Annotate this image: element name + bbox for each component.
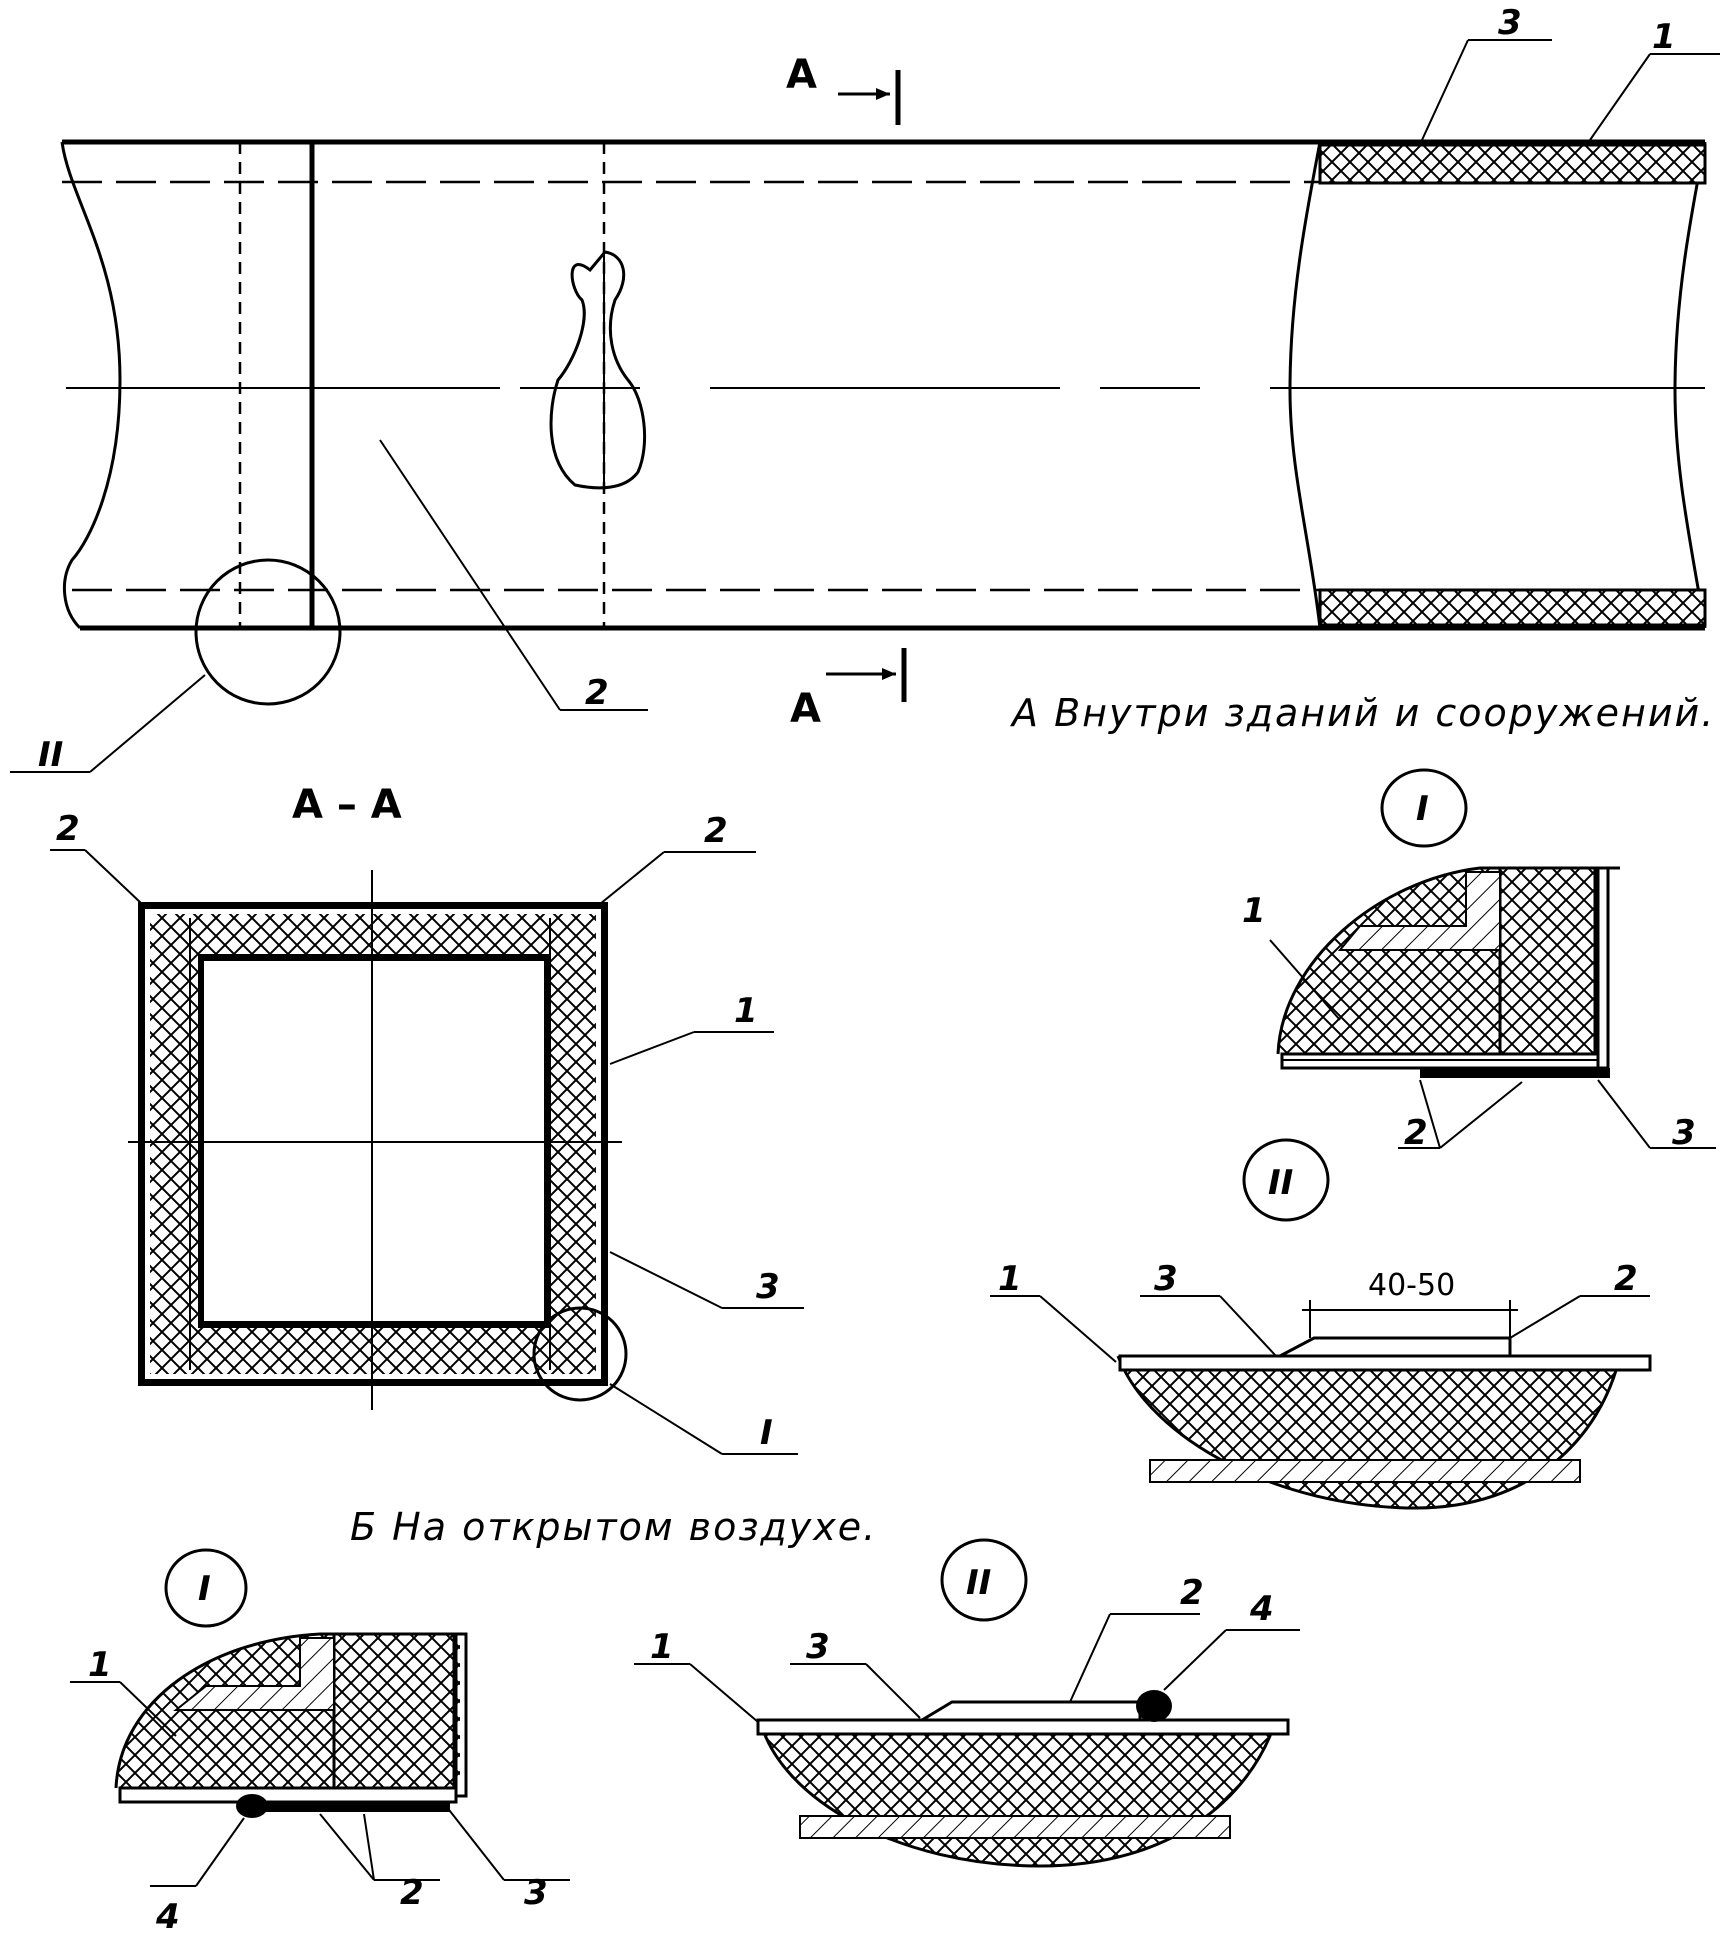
- detail-a-II-mark: II: [1268, 1163, 1293, 1203]
- callout-aa-2-right: 2: [704, 811, 728, 851]
- callout-b2-1: 1: [650, 1627, 674, 1667]
- callout-a1-1: 1: [1242, 891, 1266, 931]
- callout-b1-4: 4: [155, 1897, 180, 1937]
- callout-b1-3: 3: [524, 1873, 548, 1913]
- callout-b2-3: 3: [806, 1627, 830, 1667]
- callout-b1-2: 2: [400, 1873, 424, 1913]
- callout-b2-2: 2: [1180, 1573, 1204, 1613]
- section-title: А – А: [292, 782, 402, 828]
- callout-aa-I: I: [760, 1413, 773, 1453]
- callout-a1-3: 3: [1672, 1113, 1696, 1153]
- detail-a-I-mark: I: [1416, 789, 1429, 829]
- section-cut-arrows: А А: [786, 52, 907, 732]
- callout-b2-4: 4: [1249, 1589, 1274, 1629]
- dimension-40-50: 40-50: [1368, 1268, 1455, 1303]
- section-mark-bottom: А: [790, 686, 821, 732]
- callout-a2-2: 2: [1614, 1259, 1638, 1299]
- detail-a-II: II 40-50: [990, 1138, 1652, 1510]
- callout-a1-2: 2: [1404, 1113, 1428, 1153]
- caption-inside: А Внутри зданий и сооружений.: [1009, 691, 1715, 735]
- callout-a2-1: 1: [998, 1259, 1022, 1299]
- section-a-a: А – А: [50, 782, 804, 1455]
- detail-b-II-mark: II: [966, 1563, 991, 1603]
- detail-b-II: II: [634, 1538, 1300, 1868]
- callout-aa-3: 3: [756, 1267, 780, 1307]
- detail-a-I: I: [1269, 768, 1716, 1149]
- duct-elevation: [10, 39, 1720, 773]
- callout-top-2: 2: [585, 673, 609, 713]
- callout-top-II: II: [38, 735, 63, 775]
- callout-aa-1: 1: [734, 991, 758, 1031]
- detail-b-I-mark: I: [198, 1569, 211, 1609]
- callout-top-3: 3: [1498, 3, 1522, 43]
- callout-aa-2-left: 2: [56, 809, 80, 849]
- callout-top-1: 1: [1652, 17, 1676, 57]
- callout-b1-1: 1: [88, 1645, 112, 1685]
- caption-outdoor: Б На открытом воздухе.: [350, 1505, 877, 1549]
- callout-a2-3: 3: [1154, 1259, 1178, 1299]
- section-mark-top: А: [786, 52, 817, 98]
- detail-b-I: I: [70, 1548, 570, 1887]
